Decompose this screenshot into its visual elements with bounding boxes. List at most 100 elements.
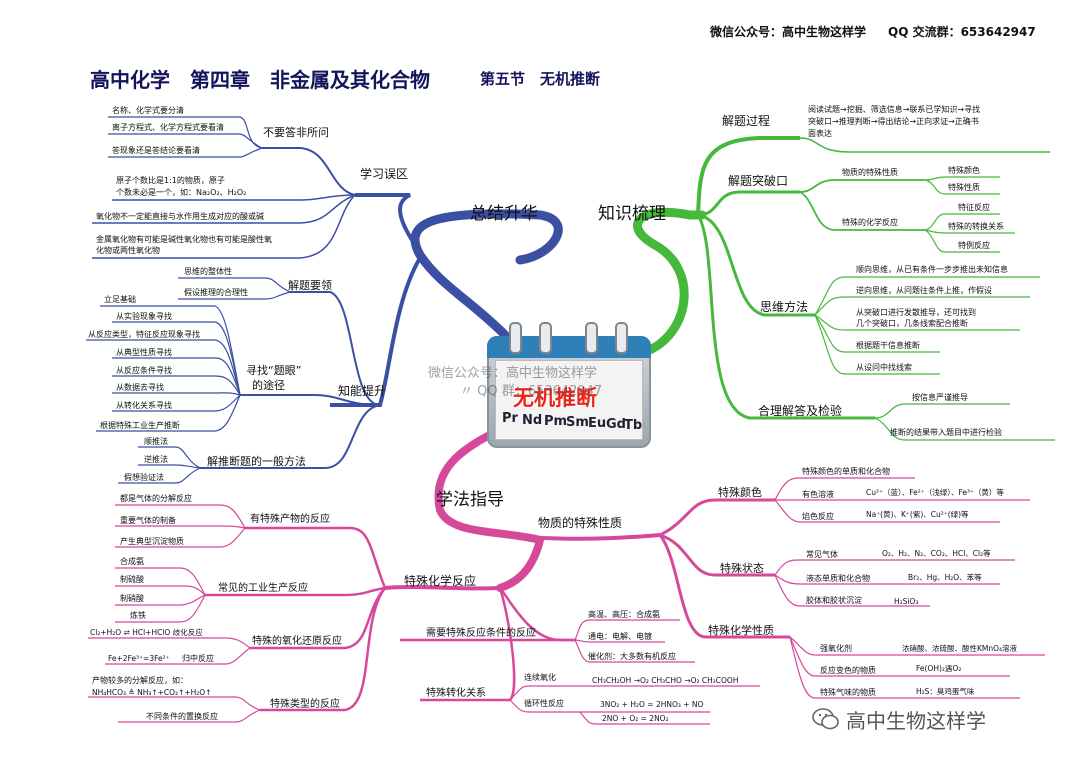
node-special-physical: 物质的特殊性质 [842, 168, 898, 177]
node-special-chemical: 特殊的化学反应 [842, 218, 898, 227]
list-item: 答现象还是答结论要看清 [112, 146, 200, 155]
center-topic-calendar: Pr Nd Pm Sm Eu Gd Tb 无机推断 [487, 322, 651, 448]
element-cell: Gd [606, 417, 626, 432]
list-item: 从突破口进行发散推导，还可找到 [856, 308, 976, 317]
element-cell: Nd [522, 413, 543, 428]
list-item: 逆向思维，从问题往条件上推，作假设 [856, 286, 992, 295]
node-special-reactions: 特殊化学反应 [404, 574, 477, 588]
list-item: 假设推理的合理性 [184, 288, 248, 297]
list-item: 特征反应 [958, 203, 990, 212]
page-title: 高中化学 第四章 非金属及其化合物 [90, 68, 430, 92]
list-item: 有色溶液 [802, 490, 834, 499]
node-special-products: 有特殊产物的反应 [250, 514, 330, 525]
footer-brand: 高中生物这样学 [846, 709, 986, 733]
list-item: 强氧化剂 [820, 644, 852, 653]
list-item: 通电：电解、电镀 [588, 632, 652, 641]
list-item: 金属氧化物有可能是碱性氧化物也有可能是酸性氧 [96, 235, 272, 244]
list-item: 几个突破口，几条线索配合推断 [856, 319, 968, 328]
calendar-ring [539, 322, 552, 354]
list-item: 特殊的转换关系 [948, 222, 1004, 231]
node-industrial-reactions: 常见的工业生产反应 [218, 583, 308, 594]
list-item: 特殊颜色的单质和化合物 [802, 467, 890, 476]
calendar-header-band [487, 336, 651, 358]
list-item: 根据特殊工业生产推断 [100, 421, 180, 430]
calendar-ring [509, 322, 522, 354]
list-item: 离子方程式、化学方程式要看清 [112, 123, 224, 132]
periodic-table-image: Pr Nd Pm Sm Eu Gd Tb [495, 360, 643, 440]
watermark-text: 〃 QQ 群：653642947 [460, 384, 603, 399]
list-item: 根据题干信息推断 [856, 341, 920, 350]
calendar-ring [585, 322, 598, 354]
list-value: H₂SiO₃ [894, 597, 919, 606]
list-item: 推断的结果带入题目中进行检验 [890, 428, 1002, 437]
list-item: 顺推法 [144, 437, 168, 446]
list-item: 从转化关系寻找 [116, 401, 172, 410]
list-item: 顺向思维，从已有条件一步步推出未知信息 [856, 265, 1008, 274]
branch-knowledge: 知识梳理 [598, 204, 666, 224]
wechat-icon [812, 708, 839, 730]
list-item: 归中反应 [182, 654, 214, 663]
node-special-conditions: 需要特殊反应条件的反应 [426, 628, 536, 639]
list-item: 催化剂：大多数有机反应 [588, 652, 676, 661]
node-answer-check: 合理解答及检验 [758, 404, 843, 418]
element-cell: Sm [566, 415, 589, 430]
list-item: 立足基础 [104, 295, 136, 304]
element-cell: Pm [544, 414, 568, 429]
node-special-chemical-props: 特殊化学性质 [708, 624, 774, 637]
node-special-conversion: 特殊转化关系 [426, 688, 486, 699]
list-value: Cu²⁺（蓝）、Fe²⁺（浅绿）、Fe³⁺（黄）等 [866, 488, 1004, 497]
list-item: 从实验现象寻找 [116, 312, 172, 321]
list-item: 产生典型沉淀物质 [120, 537, 184, 546]
list-item: 原子个数比是1:1的物质，原子 [116, 176, 225, 185]
calendar-ring [615, 322, 628, 354]
list-value: 浓硝酸、浓硫酸、酸性KMnO₄溶液 [902, 644, 1018, 653]
list-item: 合成氨 [120, 557, 144, 566]
list-item: 特殊颜色 [948, 166, 980, 175]
list-value: H₂S：臭鸡蛋气味 [916, 687, 975, 696]
list-value: O₂、H₂、N₂、CO₂、HCl、Cl₂等 [882, 549, 991, 558]
node-ability-boost: 知能提升 [338, 384, 387, 398]
list-item: 连续氧化 [524, 673, 556, 682]
list-item: 化物或两性氧化物 [96, 246, 160, 255]
node-special-properties: 物质的特殊性质 [538, 516, 623, 530]
qq-group-header: QQ 交流群：653642947 [888, 25, 1036, 39]
list-item: 焰色反应 [802, 512, 834, 521]
list-item: 制硫酸 [120, 575, 144, 584]
list-item: 都是气体的分解反应 [120, 494, 192, 503]
node-key-points: 解题要领 [288, 279, 332, 292]
node-redox-reactions: 特殊的氧化还原反应 [252, 636, 342, 647]
node-no-answer: 不要答非所问 [263, 126, 329, 139]
list-item: 从设问中找线索 [856, 363, 912, 372]
list-value: Br₂、Hg、H₂O、苯等 [908, 573, 982, 582]
node-solving-process: 解题过程 [722, 114, 771, 128]
element-cell: Tb [624, 418, 643, 433]
list-item: 氧化物不一定能直接与水作用生成对应的酸或碱 [96, 212, 264, 221]
list-item: Cl₂+H₂O ⇌ HCl+HClO 歧化反应 [90, 628, 203, 637]
list-item: 循环性反应 [524, 699, 564, 708]
list-item: 假想验证法 [124, 473, 164, 482]
node-thinking-method: 思维方法 [760, 300, 809, 314]
list-item: 按信息严谨推导 [912, 393, 968, 402]
list-item: 液态单质和化合物 [806, 574, 870, 583]
list-item: 不同条件的置换反应 [146, 712, 218, 721]
process-text: 阅读试题→挖掘、筛选信息→联系已学知识→寻找 [808, 105, 981, 114]
list-value: 2NO + O₂ = 2NO₂ [602, 714, 669, 723]
list-item: 制硝酸 [120, 594, 144, 603]
list-item: 从反应类型，特征反应现象寻找 [88, 330, 200, 339]
node-breakthrough: 解题突破口 [728, 174, 789, 188]
process-text: 突破口→推理判断→得出结论→正向求证→正确书 [808, 117, 979, 126]
list-item: 产物较多的分解反应，如： [92, 676, 188, 685]
list-item: 高温、高压：合成氨 [588, 610, 660, 619]
list-item: 从典型性质寻找 [116, 348, 172, 357]
process-text: 面表达 [808, 129, 832, 138]
list-item: 特殊性质 [948, 183, 980, 192]
node-special-type-reactions: 特殊类型的反应 [270, 699, 340, 710]
list-item: 个数未必是一个，如：Na₂O₂、H₂O₂ [116, 188, 247, 197]
list-value: Fe(OH)₂遇O₂ [916, 664, 962, 673]
list-item: Fe+2Fe³⁺=3Fe²⁺ [108, 654, 170, 663]
center-topic-label: 无机推断 [513, 386, 597, 410]
branch-summary: 总结升华 [470, 204, 538, 224]
wechat-account-header: 微信公众号：高中生物这样学 [710, 25, 867, 39]
